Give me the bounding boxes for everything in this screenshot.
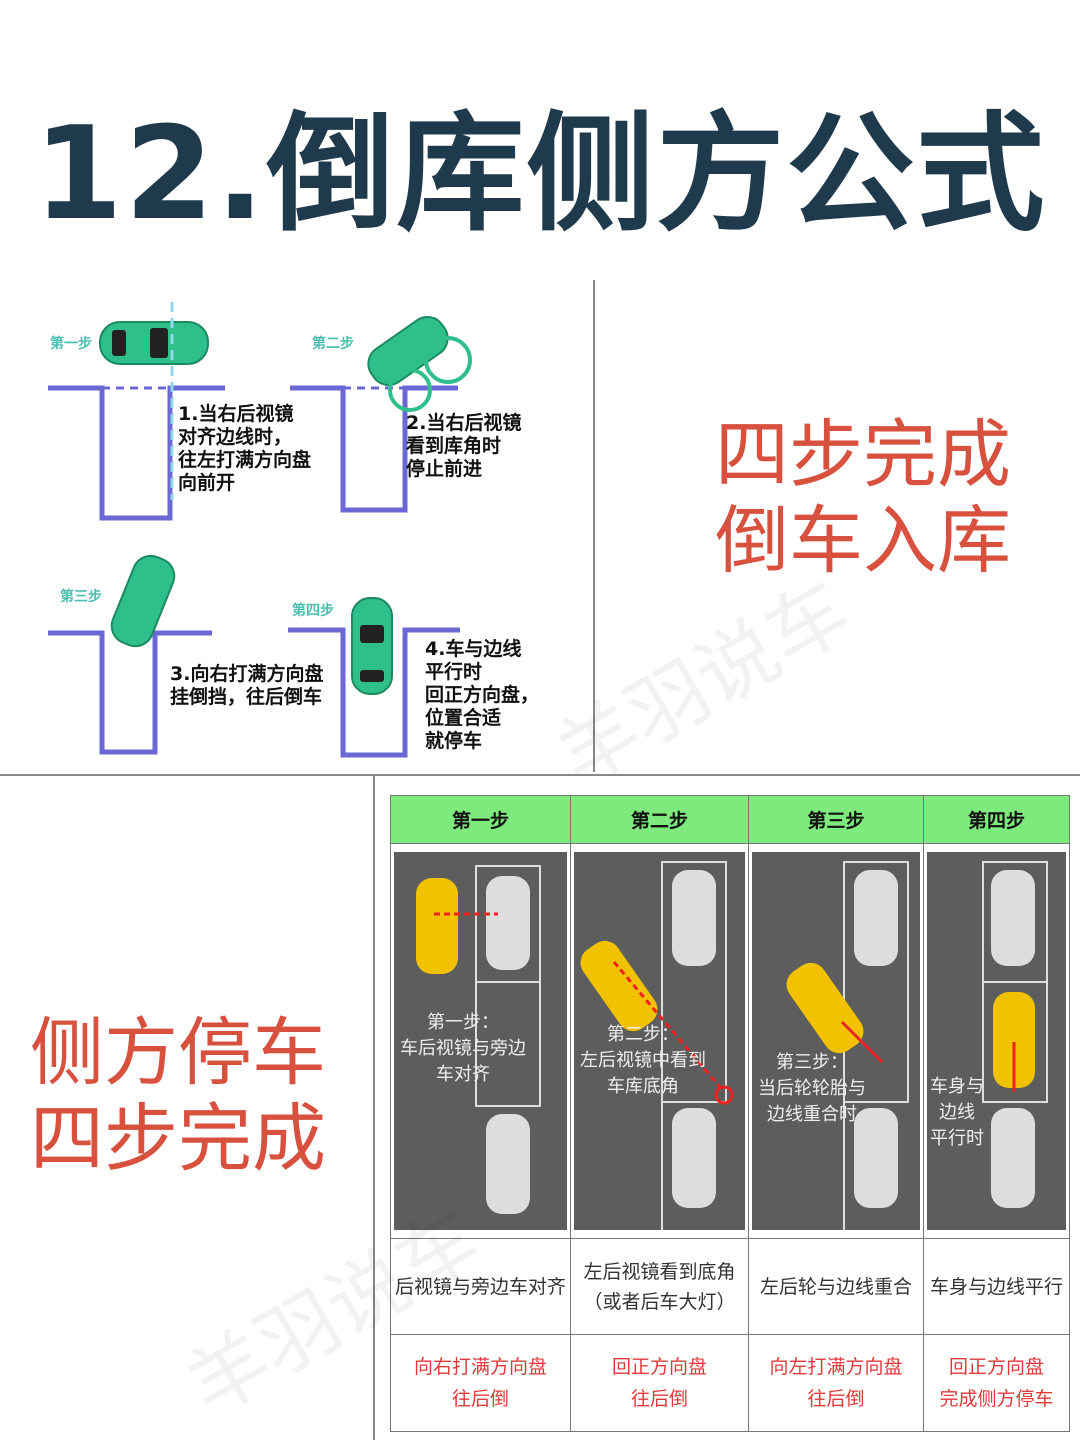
condition-cell: 车身与边线平行 (923, 1238, 1070, 1335)
car-icon (416, 878, 458, 974)
divider (373, 776, 375, 1440)
step-label: 第一步 (50, 336, 92, 352)
step-instruction: 1.当右后视镜 对齐边线时， 往左打满方向盘 向前开 (178, 403, 312, 494)
car-icon (854, 1108, 898, 1208)
heading-line: 倒车入库 (715, 498, 1011, 584)
car-icon (991, 1108, 1035, 1208)
panel-text: 第一步： 车后视镜与旁边 车对齐 (400, 1012, 526, 1085)
action-cell: 回正方向盘 完成侧方停车 (923, 1334, 1070, 1432)
parallel-heading: 侧方停车 四步完成 (30, 1010, 326, 1182)
panel-text: 第二步： 左后视镜中看到 车库底角 (580, 1024, 706, 1097)
action-cell: 向右打满方向盘 往后倒 (390, 1334, 571, 1432)
car-icon (486, 876, 530, 970)
step-instruction: 4.车与边线 平行时 回正方向盘， 位置合适 就停车 (425, 638, 540, 752)
action-cell: 回正方向盘 往后倒 (570, 1334, 749, 1432)
reverse-parking-diagram (48, 302, 472, 758)
column-header: 第三步 (748, 795, 924, 844)
column-header: 第四步 (923, 795, 1070, 844)
page-title: 12.倒库侧方公式 (33, 100, 1047, 249)
step-label: 第三步 (60, 589, 102, 605)
action-cell: 向左打满方向盘 往后倒 (748, 1334, 924, 1432)
heading-line: 四步完成 (30, 1096, 326, 1182)
car-icon (672, 870, 716, 966)
step-illustration: 车身与 边线 平行时 (927, 852, 1066, 1230)
column-header: 第一步 (390, 795, 571, 844)
car-icon (786, 962, 864, 1054)
car-icon (486, 1114, 530, 1214)
step-illustration: 第三步： 当后轮轮胎与 边线重合时 (752, 852, 920, 1230)
divider (0, 774, 1080, 776)
step-label: 第四步 (292, 603, 334, 619)
step-illustration: 第一步： 车后视镜与旁边 车对齐 (394, 852, 567, 1230)
condition-cell: 左后视镜看到底角 （或者后车大灯） (570, 1238, 749, 1335)
car-icon (854, 870, 898, 966)
step-label: 第二步 (312, 336, 354, 352)
condition-cell: 左后轮与边线重合 (748, 1238, 924, 1335)
step-illustration: 第二步： 左后视镜中看到 车库底角 (574, 852, 745, 1230)
heading-line: 侧方停车 (30, 1010, 326, 1096)
heading-line: 四步完成 (715, 412, 1011, 498)
parallel-parking-table: 第一步 第二步 第三步 第四步 第一步： 车后视镜与旁边 车对齐 第二步： 左后… (390, 795, 1070, 1432)
reverse-heading: 四步完成 倒车入库 (715, 412, 1011, 584)
panel-text: 车身与 边线 平行时 (930, 1076, 984, 1149)
divider (593, 280, 595, 772)
step-instruction: 3.向右打满方向盘 挂倒挡，往后倒车 (170, 663, 324, 708)
car-icon (672, 1108, 716, 1208)
car-icon (993, 992, 1035, 1088)
car-icon (991, 870, 1035, 966)
condition-cell: 后视镜与旁边车对齐 (390, 1238, 571, 1335)
car-icon (580, 940, 658, 1032)
panel-text: 第三步： 当后轮轮胎与 边线重合时 (758, 1052, 866, 1125)
step-instruction: 2.当右后视镜 看到库角时 停止前进 (406, 412, 522, 480)
